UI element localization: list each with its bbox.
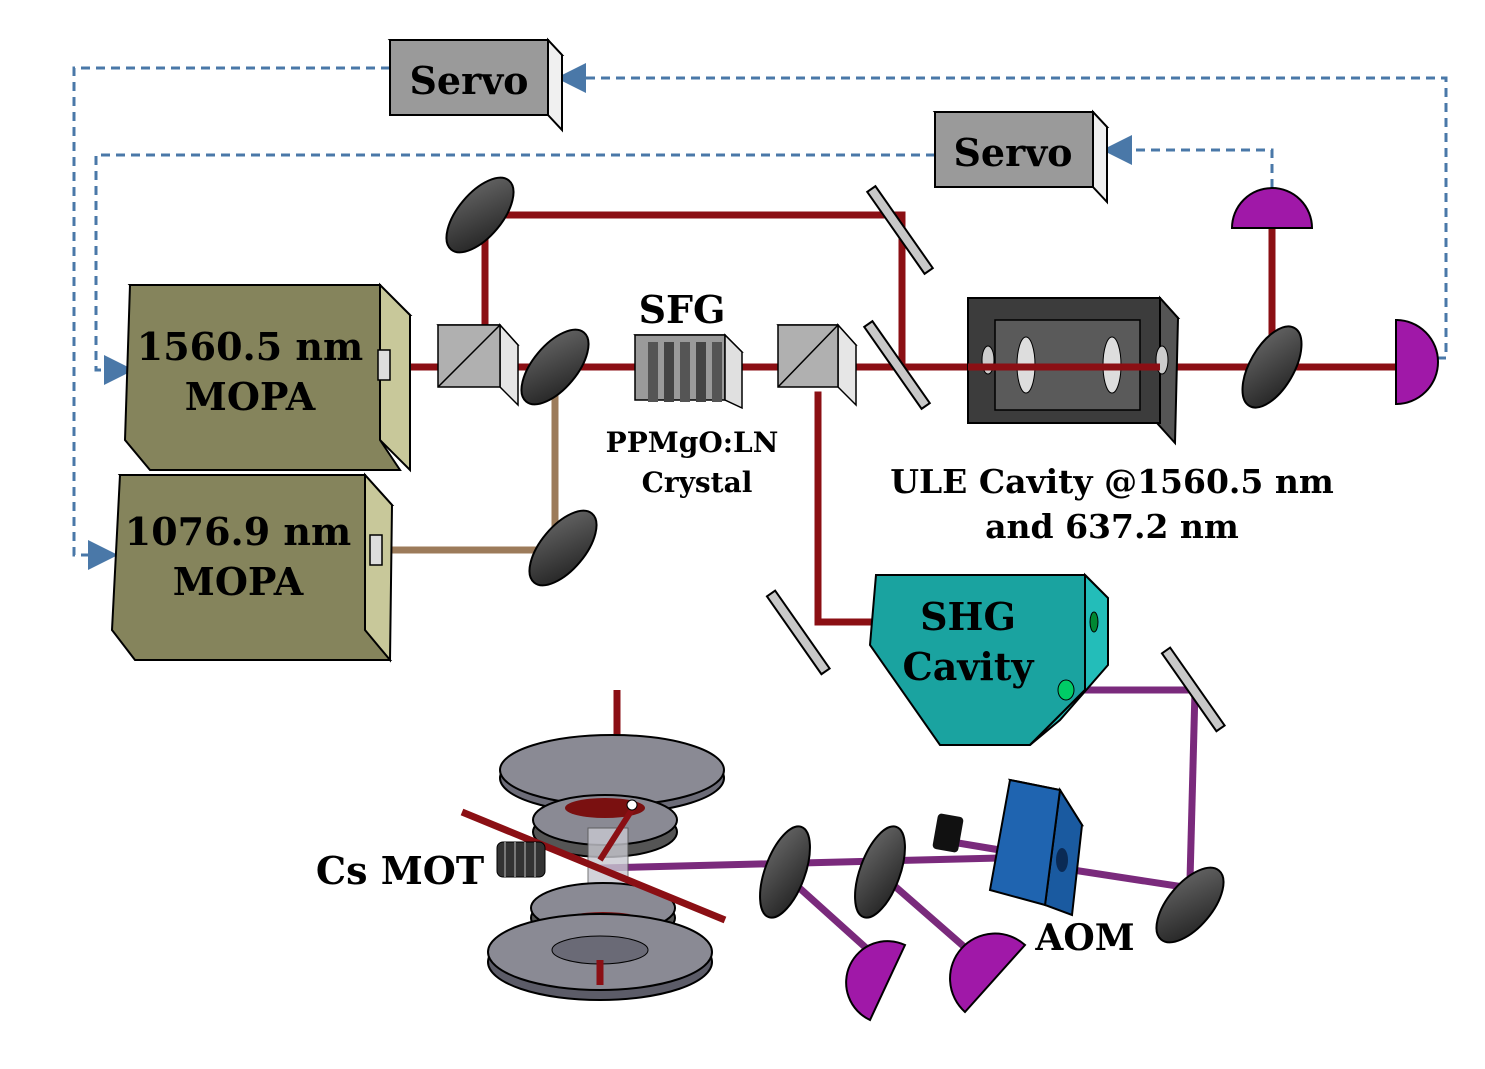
mirror-ule-splitter <box>1241 325 1303 409</box>
servo-box-top: Servo <box>387 37 565 133</box>
crystal-label-line2: Crystal <box>642 466 753 499</box>
shg-label-line2: Cavity <box>902 644 1034 689</box>
feedback-top-detector-to-mid-servo <box>1102 135 1274 188</box>
mopa-1077: 1076.9 nm MOPA <box>110 472 395 663</box>
mopa-1560: 1560.5 nm MOPA <box>123 282 413 473</box>
beam-splitter-1 <box>436 323 520 407</box>
feedback-top-servo-to-1077 <box>72 66 390 570</box>
detector-mot-2 <box>949 932 1027 1014</box>
aom-label: AOM <box>1034 917 1134 959</box>
mopa-1560-line1: 1560.5 nm <box>137 324 364 369</box>
mirror-plate-ule-input <box>862 319 932 411</box>
mopa-1077-line2: MOPA <box>173 559 304 604</box>
mirror-mot-1 <box>759 825 811 919</box>
feedback-right-detector-to-top-servo <box>556 63 1448 360</box>
servo-mid-label: Servo <box>953 130 1072 175</box>
mirror-dichroic <box>520 328 590 406</box>
sfg-crystal <box>633 333 744 410</box>
shg-label-line1: SHG <box>920 594 1016 639</box>
cs-mot <box>460 690 727 1001</box>
mirror-mot-2 <box>854 825 906 919</box>
shg-cavity: SHG Cavity <box>868 572 1110 746</box>
aom <box>932 778 1085 917</box>
mopa-1560-line2: MOPA <box>185 374 316 419</box>
detector-top <box>1230 187 1314 229</box>
mirror-aom-out <box>1155 866 1225 944</box>
detectors <box>845 187 1439 1022</box>
mirror-plate-shg <box>765 589 832 676</box>
ule-label-line2: and 637.2 nm <box>985 507 1239 546</box>
feedback-mid-servo-to-1560 <box>94 153 935 385</box>
servo-top-label: Servo <box>409 58 528 103</box>
beam-splitter-2 <box>776 323 858 407</box>
mirror-top-left <box>445 176 515 254</box>
sfg-label: SFG <box>639 287 726 332</box>
crystal-label-line1: PPMgO:LN <box>606 426 779 459</box>
mirror-plate-852 <box>1160 646 1227 733</box>
ule-label-line1: ULE Cavity @1560.5 nm <box>890 462 1334 501</box>
detector-right <box>1395 318 1439 406</box>
cs-mot-label: Cs MOT <box>316 848 484 893</box>
detector-mot-1 <box>845 940 907 1022</box>
mopa-1077-line1: 1076.9 nm <box>125 509 352 554</box>
mirror-1077 <box>528 509 598 587</box>
mirror-plate-top-right <box>865 184 935 276</box>
servo-box-mid: Servo <box>932 109 1110 205</box>
feedback-lines <box>72 63 1448 570</box>
mirrors <box>445 176 1303 944</box>
